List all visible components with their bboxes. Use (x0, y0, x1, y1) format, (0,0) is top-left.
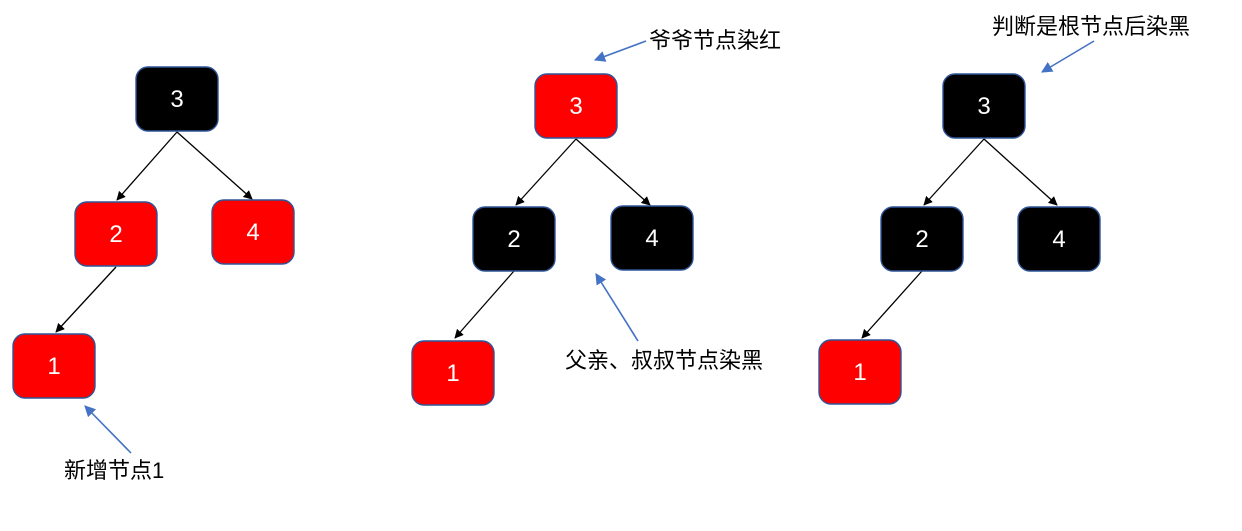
node-shape (534, 73, 618, 139)
tree-step-3: 3 2 4 1 (818, 73, 1101, 405)
annotation-arrow (84, 405, 132, 454)
edge-2-to-1 (861, 270, 923, 339)
annotation-root-black: 判断是根节点后染黑 (992, 14, 1190, 73)
node-shape (12, 333, 96, 399)
tree-step-1: 3 2 4 1 (12, 66, 295, 399)
edge-2-to-1 (454, 270, 515, 339)
tree3-node-1: 1 (818, 339, 902, 405)
node-shape (1017, 206, 1101, 272)
node-shape (472, 206, 556, 272)
annotation-arrow (593, 40, 647, 62)
edge-3-to-2 (923, 138, 985, 206)
edge-3-to-2 (116, 131, 178, 201)
tree1-node-3: 3 (135, 66, 219, 132)
node-label: 1 (446, 360, 459, 387)
annotation-arrow (595, 273, 639, 342)
annotation-label: 父亲、叔叔节点染黑 (565, 348, 763, 373)
tree3-node-2: 2 (880, 206, 964, 272)
tree3-node-4: 4 (1017, 206, 1101, 272)
annotation-grandparent-red: 爷爷节点染红 (593, 28, 781, 62)
tree2-node-2: 2 (472, 206, 556, 272)
tree-step-2: 3 2 4 1 (411, 73, 694, 406)
node-label: 4 (1052, 226, 1065, 253)
annotation-parent-uncle-black: 父亲、叔叔节点染黑 (565, 273, 763, 373)
annotation-new-node: 新增节点1 (64, 405, 164, 483)
node-label: 3 (977, 93, 990, 120)
tree1-node-4: 4 (211, 199, 295, 265)
tree2-node-1: 1 (411, 340, 495, 406)
node-label: 2 (915, 226, 928, 253)
node-label: 3 (569, 93, 582, 120)
node-shape (135, 66, 219, 132)
edge-3-to-2 (515, 138, 577, 206)
node-label: 2 (507, 226, 520, 253)
node-shape (880, 206, 964, 272)
tree1-node-1: 1 (12, 333, 96, 399)
tree2-node-3: 3 (534, 73, 618, 139)
tree2-node-4: 4 (610, 205, 694, 271)
node-label: 4 (645, 225, 658, 252)
node-shape (211, 199, 295, 265)
node-shape (942, 73, 1026, 139)
node-shape (74, 201, 158, 267)
annotation-label: 判断是根节点后染黑 (992, 14, 1190, 39)
edge-3-to-4 (176, 131, 253, 200)
node-shape (610, 205, 694, 271)
edge-2-to-1 (55, 266, 117, 333)
node-shape (411, 340, 495, 406)
tree1-node-2: 2 (74, 201, 158, 267)
node-label: 2 (109, 221, 122, 248)
node-label: 1 (47, 353, 60, 380)
edge-3-to-4 (983, 138, 1058, 206)
node-shape (818, 339, 902, 405)
annotation-label: 爷爷节点染红 (649, 28, 781, 53)
node-label: 4 (246, 219, 259, 246)
annotation-arrow (1041, 40, 1095, 73)
node-label: 1 (853, 359, 866, 386)
annotation-label: 新增节点1 (64, 458, 164, 483)
edge-3-to-4 (575, 138, 651, 206)
node-label: 3 (170, 86, 183, 113)
tree3-node-3: 3 (942, 73, 1026, 139)
